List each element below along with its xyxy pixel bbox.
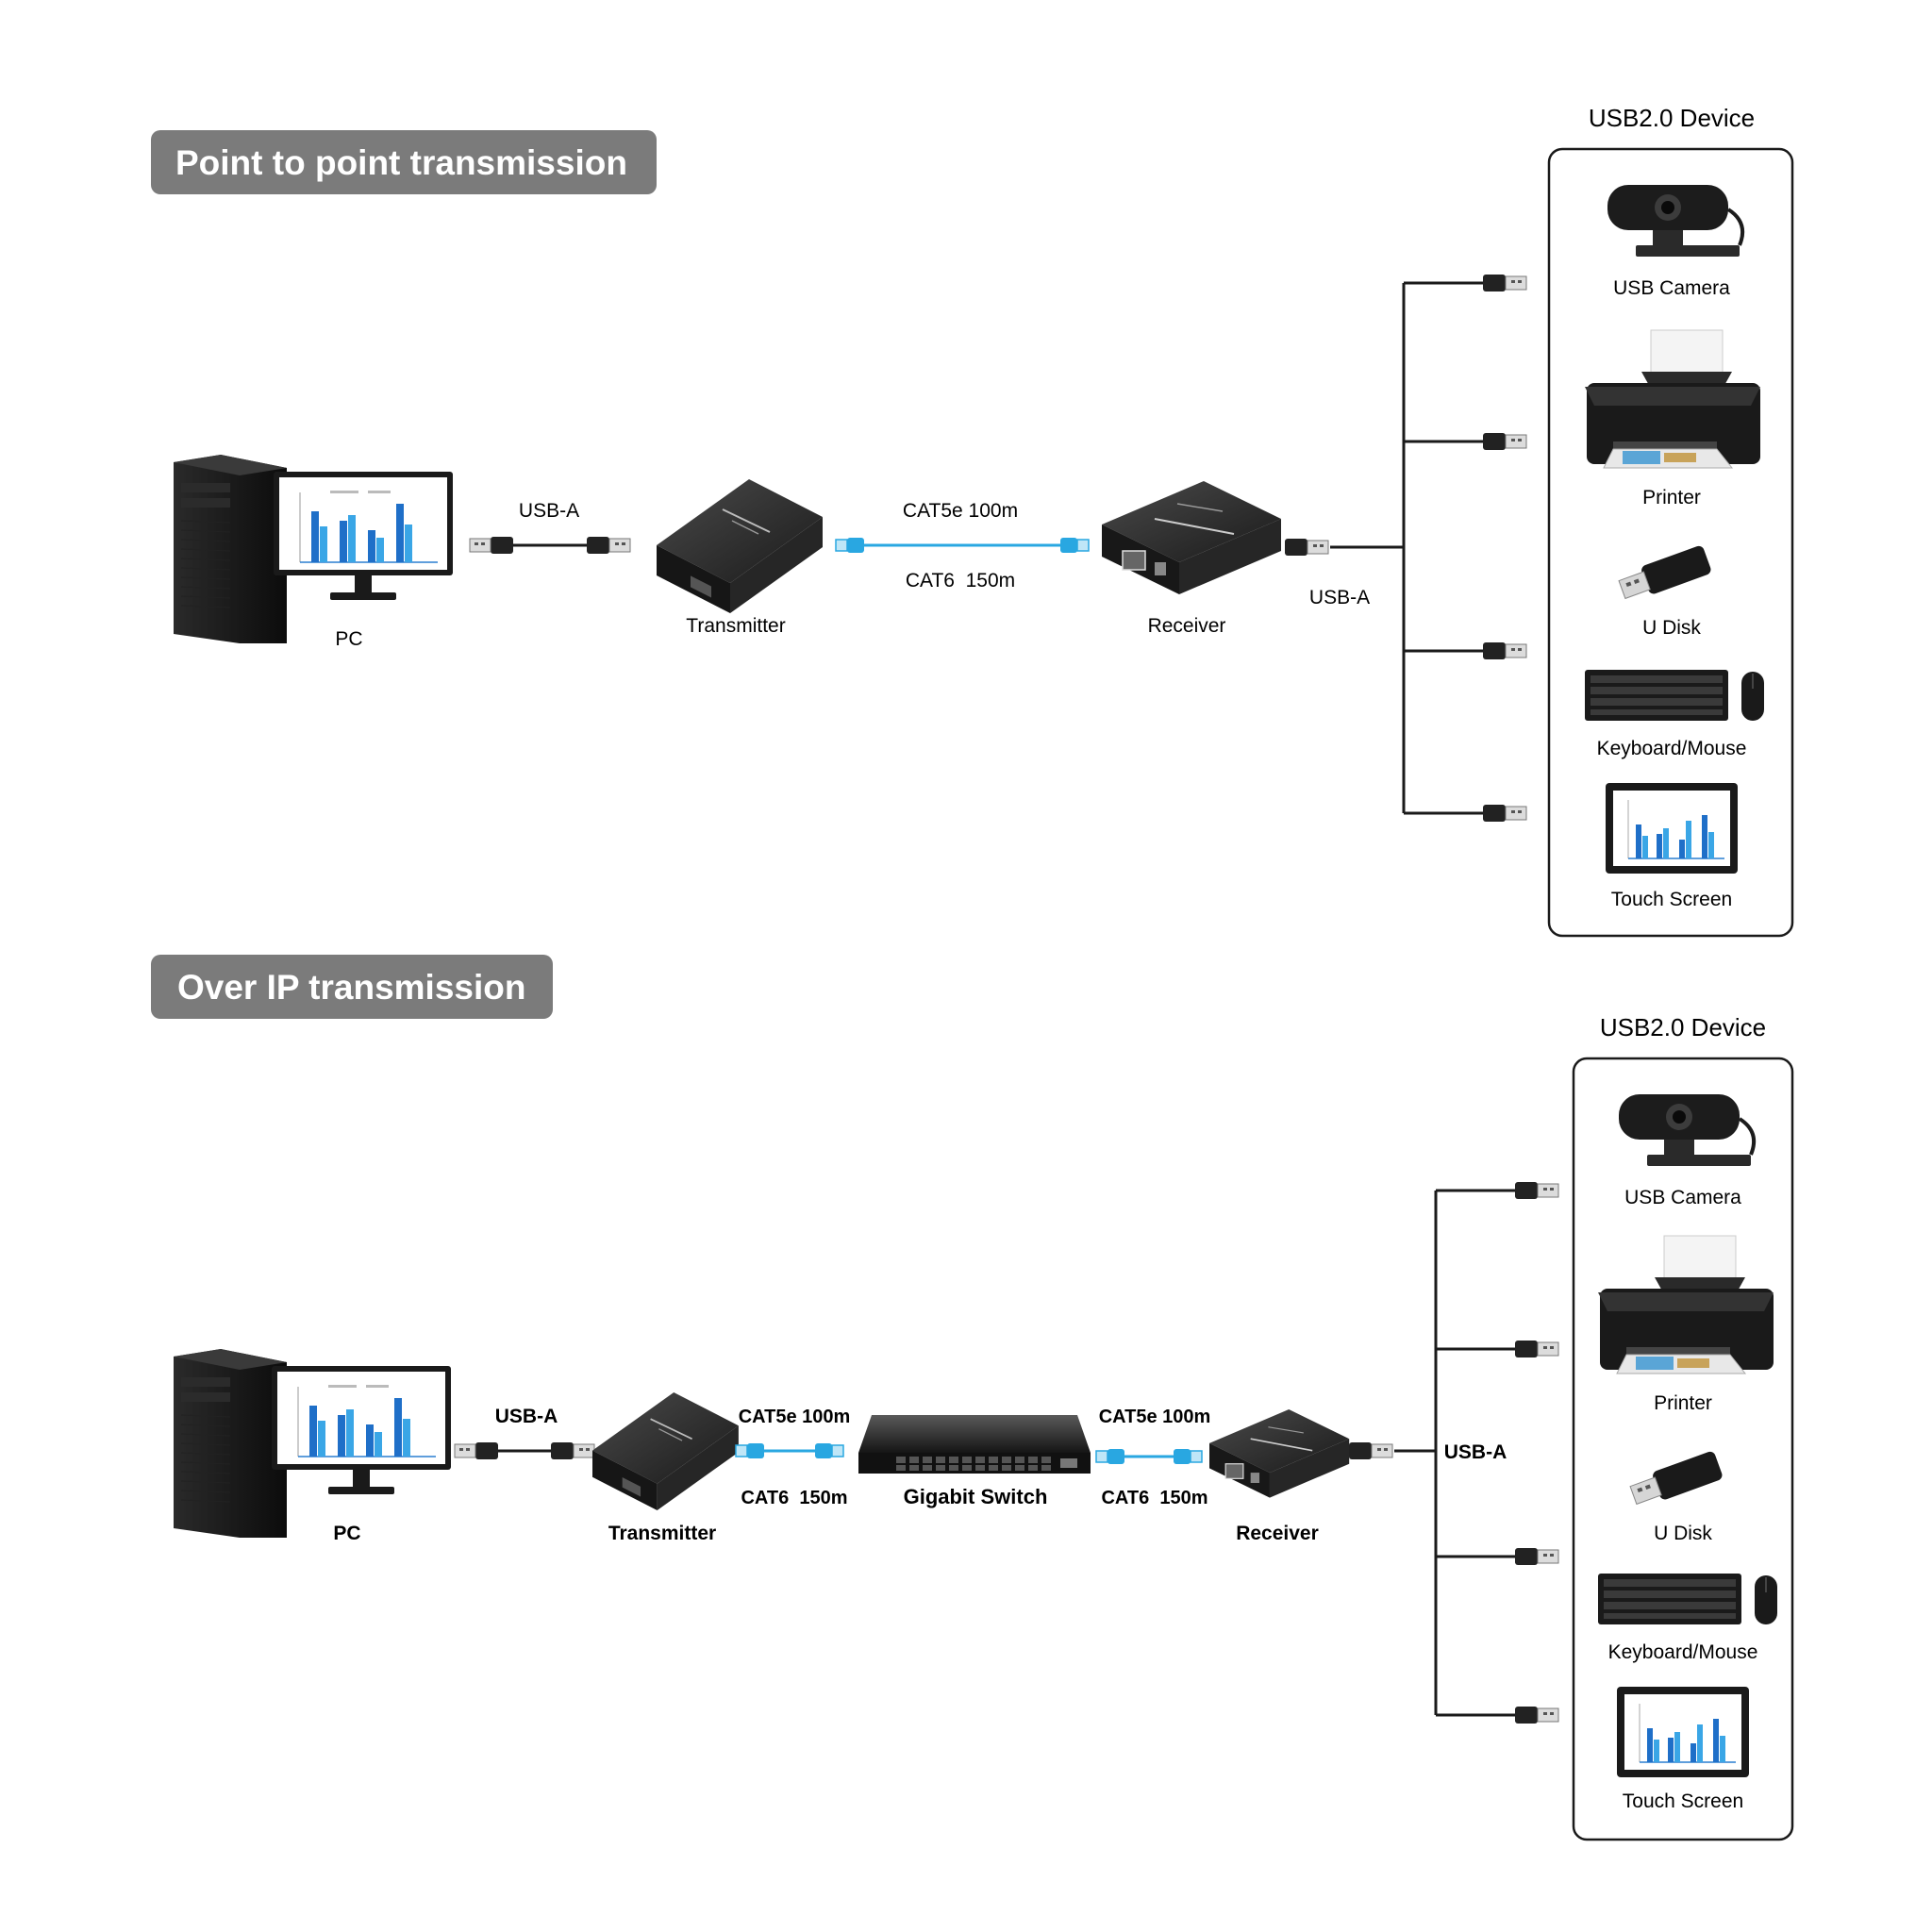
- device-label: Keyboard/Mouse: [1608, 1641, 1758, 1663]
- device-label: Touch Screen: [1623, 1790, 1743, 1812]
- cable-spec-bottom: CAT6 150m: [1101, 1488, 1208, 1508]
- receiver-icon: [1101, 480, 1282, 595]
- pc-label: PC: [333, 1523, 360, 1544]
- device-label: Touch Screen: [1611, 889, 1732, 910]
- ethernet-cable-icon: [835, 537, 1090, 554]
- device-panel-title: USB2.0 Device: [1600, 1013, 1766, 1041]
- transmitter-icon: [656, 478, 824, 614]
- pc-icon: [173, 1348, 452, 1539]
- ethernet-cable-icon: [1095, 1448, 1203, 1465]
- device-label: USB Camera: [1624, 1187, 1741, 1208]
- section-title: Point to point transmission: [175, 143, 627, 182]
- printer-icon: [1597, 1235, 1774, 1374]
- keyboard-mouse-icon: [1584, 669, 1765, 722]
- cable-spec-top: CAT5e 100m: [739, 1407, 851, 1427]
- section-title: Over IP transmission: [177, 968, 525, 1007]
- usb-hub-tree: [1348, 1181, 1559, 1724]
- webcam-icon: [1617, 1092, 1757, 1168]
- cable-spec-bottom: CAT6 150m: [906, 570, 1015, 591]
- receiver-label: Receiver: [1148, 615, 1226, 637]
- usb-hub-tree: [1284, 274, 1527, 823]
- usb-drive-icon: [1627, 1449, 1724, 1510]
- touchscreen-icon: [1605, 782, 1739, 874]
- device-label: Keyboard/Mouse: [1597, 738, 1747, 759]
- device-label: U Disk: [1642, 617, 1701, 639]
- section-point-to-point: Point to point transmission PC USB-A Tra…: [151, 104, 1794, 938]
- section-title-banner: [151, 955, 553, 1019]
- ethernet-cable-icon: [735, 1442, 844, 1459]
- device-label: Printer: [1642, 487, 1701, 508]
- usb-a-label-right: USB-A: [1309, 587, 1370, 608]
- usb-drive-icon: [1616, 543, 1713, 605]
- transmitter-label: Transmitter: [686, 615, 785, 637]
- device-label: USB Camera: [1613, 277, 1730, 299]
- printer-icon: [1584, 329, 1761, 469]
- cable-spec-bottom: CAT6 150m: [741, 1488, 847, 1508]
- usb-cable-icon: [454, 1441, 595, 1460]
- device-panel-title: USB2.0 Device: [1589, 104, 1755, 132]
- usb-a-label: USB-A: [495, 1406, 558, 1427]
- pc-label: PC: [335, 628, 362, 650]
- section-over-ip: Over IP transmission PC USB-A Transmitte…: [151, 955, 1794, 1841]
- pc-icon: [173, 454, 454, 644]
- device-panel: [1547, 147, 1794, 938]
- network-switch-icon: [858, 1415, 1091, 1474]
- transmitter-icon: [591, 1391, 740, 1511]
- touchscreen-icon: [1616, 1686, 1750, 1778]
- webcam-icon: [1606, 183, 1745, 258]
- device-panel: [1572, 1057, 1794, 1841]
- keyboard-mouse-icon: [1597, 1573, 1778, 1625]
- receiver-icon: [1208, 1408, 1350, 1499]
- usb-cable-icon: [469, 536, 631, 555]
- cable-spec-top: CAT5e 100m: [903, 500, 1018, 522]
- usb-a-label-right: USB-A: [1444, 1441, 1507, 1463]
- device-label: Printer: [1654, 1392, 1712, 1414]
- switch-label: Gigabit Switch: [904, 1485, 1048, 1508]
- cable-spec-top: CAT5e 100m: [1099, 1407, 1211, 1427]
- receiver-label: Receiver: [1236, 1523, 1319, 1544]
- usb-a-label: USB-A: [519, 500, 579, 522]
- device-label: U Disk: [1654, 1523, 1712, 1544]
- transmitter-label: Transmitter: [608, 1523, 716, 1544]
- section-title-banner: [151, 130, 657, 194]
